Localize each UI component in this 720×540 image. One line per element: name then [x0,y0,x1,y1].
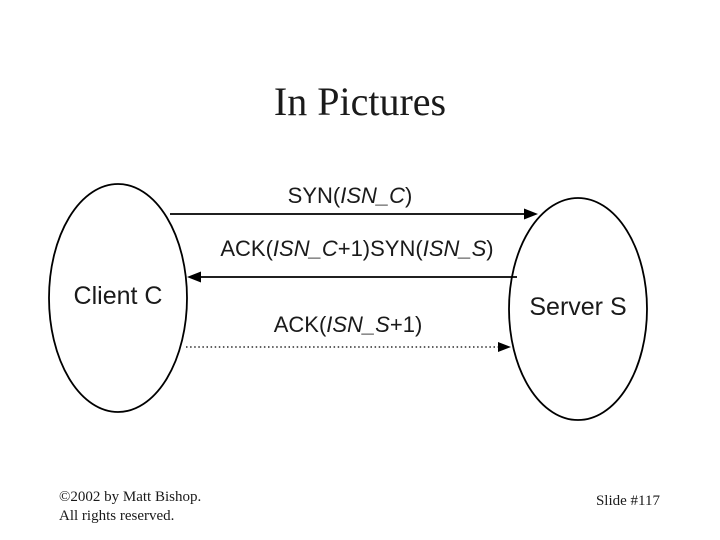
ack-message-label: ACK(ISN_S+1) [148,312,548,337]
arrowhead-left-icon [187,271,201,283]
copyright-line-1: ©2002 by Matt Bishop. [59,489,202,505]
arrowhead-right-icon [524,208,538,220]
acksyn-label-isnc: ISN_C [272,236,338,261]
slide-number: Slide #117 [595,493,660,509]
syn-label-isn: ISN_C [340,183,406,208]
slide-title: In Pictures [273,79,447,124]
acksyn-label-text: ACK( [220,236,273,261]
ack-label-text: ACK( [273,312,327,337]
ack-syn-arrow [187,271,517,283]
server-node-ellipse [508,197,648,421]
syn-label-text: SYN( [287,183,341,208]
arrowhead-right-icon [498,342,511,352]
copyright-notice: ©2002 by Matt Bishop. All rights reserve… [59,488,201,526]
ack-label-close: +1) [389,312,423,337]
client-node-label: Client C [73,282,163,310]
syn-arrow [170,208,538,220]
syn-message-label: SYN(ISN_C) [150,183,550,208]
copyright-line-2: All rights reserved. [59,508,175,525]
client-node-ellipse [48,183,188,413]
ack-syn-message-label: ACK(ISN_C+1)SYN(ISN_S) [157,236,557,261]
acksyn-label-close: ) [486,236,494,261]
server-node-label: Server S [529,293,627,321]
ack-label-isns: ISN_S [326,312,390,337]
acksyn-label-isns: ISN_S [422,236,487,261]
ack-arrow [186,342,511,352]
acksyn-label-mid: +1)SYN( [337,236,423,261]
syn-label-close: ) [405,183,413,208]
